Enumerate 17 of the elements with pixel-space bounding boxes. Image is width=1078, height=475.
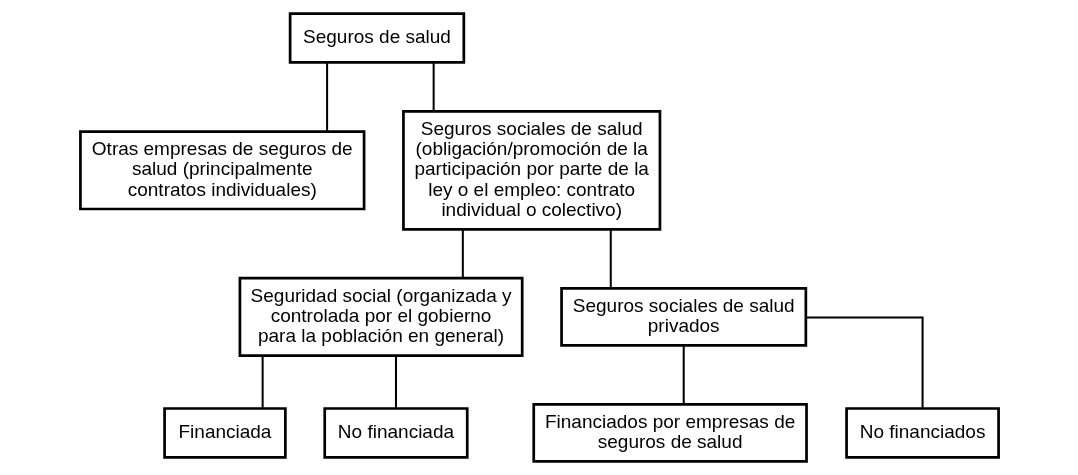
node-box: Seguridad social (organizada y controlada por el gobierno para la población en general)	[238, 276, 524, 357]
connector	[805, 316, 924, 409]
node-box: Otras empresas de seguros de salud (principalmente contratos individuales)	[78, 130, 365, 211]
node-box: Seguros sociales de salud privados	[559, 287, 807, 347]
node-box: Seguros de salud	[288, 12, 465, 64]
connector	[394, 356, 397, 409]
node-box: No financiada	[322, 407, 469, 459]
connector	[261, 356, 264, 409]
node-box: Financiados por empresas de seguros de salud	[531, 403, 808, 463]
connector	[609, 229, 612, 289]
connector	[682, 345, 685, 405]
connector	[461, 229, 464, 279]
connector	[325, 62, 328, 132]
node-box: No financiados	[844, 407, 1000, 459]
node-box: Seguros sociales de salud (obligación/promoción de la participación por parte de la ley o el empleo: contrato individual o colectivo)	[401, 109, 661, 231]
connector	[432, 62, 435, 111]
node-box: Financiada	[162, 407, 287, 459]
